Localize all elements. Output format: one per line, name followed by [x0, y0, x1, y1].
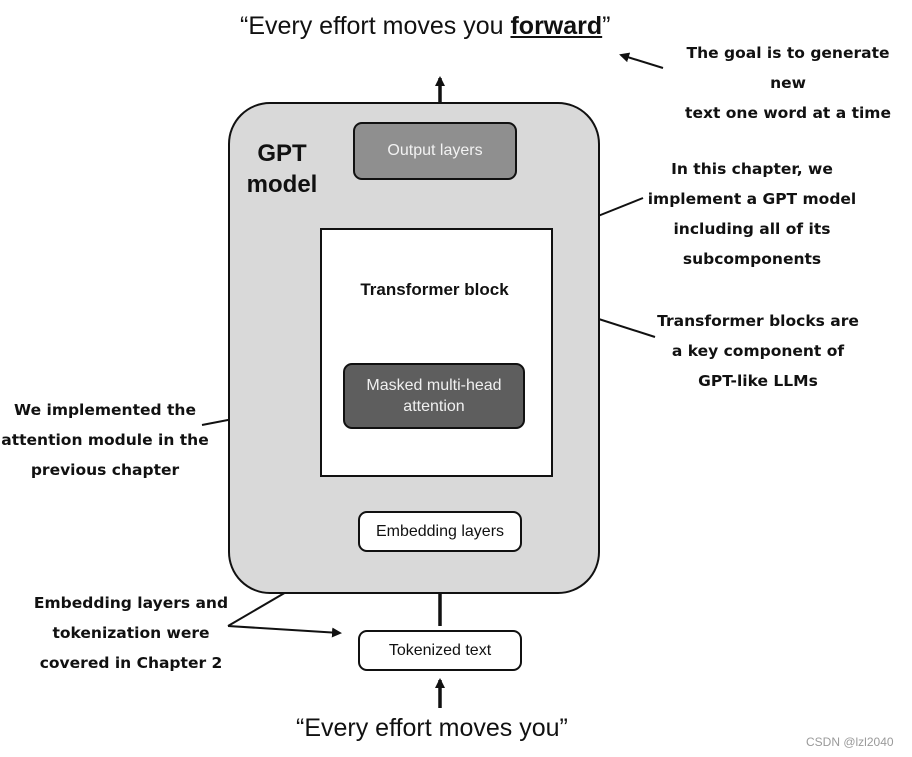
annotation-goal: The goal is to generate new text one wor…	[685, 44, 891, 122]
transformer-block-title: Transformer block	[360, 280, 509, 299]
annotation-transformer: Transformer blocks are a key component o…	[657, 312, 859, 390]
transformer-block	[320, 228, 553, 477]
masked-attention-block: Masked multi-head attention	[343, 363, 525, 429]
embedding-layers-block: Embedding layers	[358, 511, 522, 552]
tokenized-text-block: Tokenized text	[358, 630, 522, 671]
pointer-goal	[619, 52, 664, 69]
output-sentence: “Every effort moves you forward”	[240, 12, 611, 41]
annotation-chapter-gpt: In this chapter, we implement a GPT mode…	[647, 160, 857, 268]
output-layers-block: Output layers	[353, 122, 517, 180]
watermark: CSDN @lzl2040	[806, 735, 894, 749]
output-sentence-prefix: “Every effort moves you	[240, 12, 511, 40]
annotation-attention: We implemented the attention module in t…	[1, 401, 209, 479]
input-sentence: “Every effort moves you”	[296, 714, 568, 742]
annotation-embedding: Embedding layers and tokenization were c…	[33, 594, 229, 672]
output-sentence-emphasis: forward	[510, 12, 603, 40]
pointer-tokenized	[227, 625, 342, 638]
gpt-model-label: GPT model	[246, 140, 318, 198]
output-sentence-suffix: ”	[602, 12, 611, 40]
